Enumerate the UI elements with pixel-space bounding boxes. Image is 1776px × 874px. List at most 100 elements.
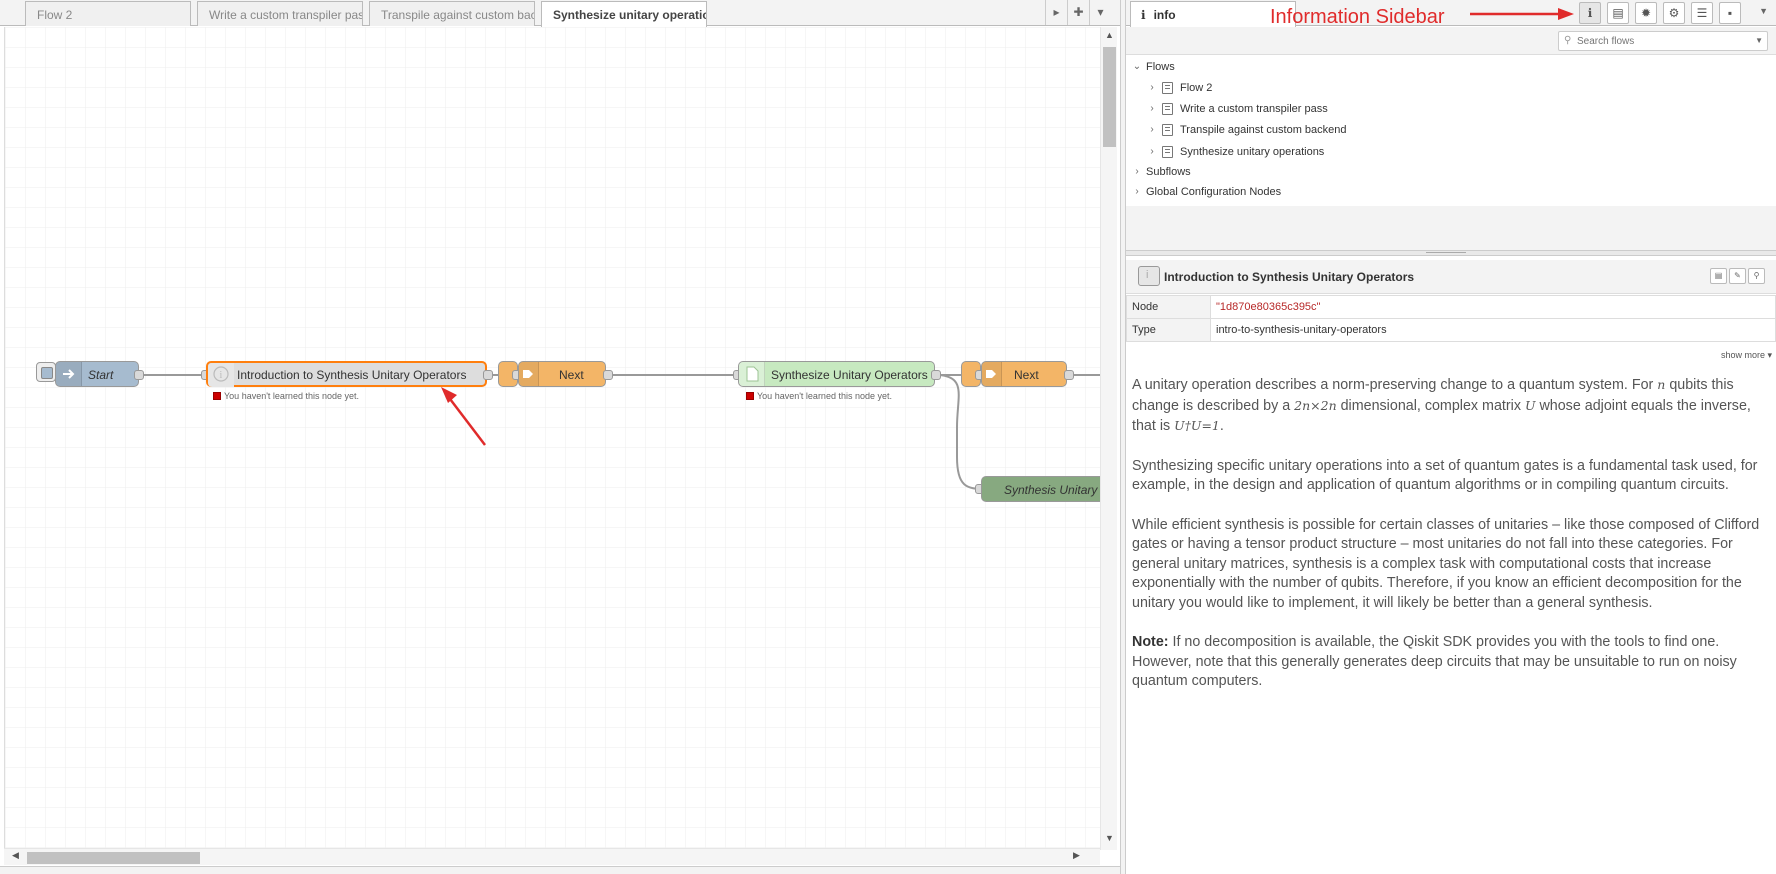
pencil-icon[interactable]: ✎ bbox=[1729, 268, 1746, 284]
tree-label: Global Configuration Nodes bbox=[1146, 186, 1282, 198]
tree-label: Transpile against custom backend bbox=[1180, 124, 1347, 136]
text: whose adjoint equals the inverse, that i… bbox=[1132, 397, 1751, 435]
help-paragraph: Synthesizing specific unitary operations… bbox=[1132, 457, 1758, 494]
tab-transpile-against-custom-backend[interactable]: Transpile against custom backend bbox=[369, 1, 535, 26]
node-id-value[interactable]: "1d870e80365c395c" bbox=[1210, 295, 1776, 319]
tree-label: Synthesize unitary operations bbox=[1180, 146, 1325, 158]
bug-icon[interactable]: ✹ bbox=[1635, 2, 1657, 24]
output-port[interactable] bbox=[603, 370, 613, 380]
prop-row: Type intro-to-synthesis-unitary-operator… bbox=[1126, 318, 1776, 342]
tab-flow-2[interactable]: Flow 2 bbox=[25, 1, 191, 26]
flow-icon bbox=[1162, 103, 1173, 115]
scroll-up-icon[interactable]: ▲ bbox=[1105, 30, 1114, 40]
scroll-down-icon[interactable]: ▼ bbox=[1105, 833, 1114, 843]
inject-button[interactable] bbox=[36, 362, 56, 382]
horizontal-scrollbar[interactable]: ◀ ▶ bbox=[4, 848, 1100, 865]
tab-label: Flow 2 bbox=[37, 8, 73, 22]
prop-key: Type bbox=[1126, 318, 1211, 342]
tree-item-flow[interactable]: › Flow 2 bbox=[1126, 79, 1776, 99]
arrow-in-icon bbox=[56, 362, 82, 386]
tab-label: Transpile against custom backend bbox=[381, 8, 535, 22]
status-dot bbox=[746, 392, 754, 400]
tree-item-subflows[interactable]: › Subflows bbox=[1126, 163, 1776, 183]
chevron-right-icon: › bbox=[1150, 124, 1154, 135]
show-more-link[interactable]: show more ▾ bbox=[1720, 350, 1772, 360]
tree-label: Flow 2 bbox=[1180, 82, 1213, 94]
search-options-chevron-icon[interactable]: ▼ bbox=[1755, 36, 1763, 45]
book-icon[interactable]: ▤ bbox=[1710, 268, 1727, 284]
flow-icon bbox=[1162, 124, 1173, 136]
node-label: Synthesize Unitary Operators bbox=[771, 368, 928, 382]
tab-label: Synthesize unitary operations bbox=[553, 8, 707, 22]
annotation-arrow bbox=[446, 394, 486, 446]
wire bbox=[938, 374, 986, 490]
help-title-bar: Introduction to Synthesis Unitary Operat… bbox=[1126, 260, 1776, 294]
node-synthesize-unitary[interactable]: Synthesize Unitary Operators bbox=[738, 361, 935, 387]
vertical-scrollbar[interactable]: ▲ ▼ bbox=[1100, 27, 1117, 850]
sidebar-menu-chevron-icon[interactable]: ▼ bbox=[1759, 6, 1768, 16]
resize-handle[interactable] bbox=[1126, 250, 1776, 256]
node-label: Next bbox=[1014, 368, 1039, 382]
tab-write-custom-transpiler-pass[interactable]: Write a custom transpiler pass bbox=[197, 1, 363, 26]
math: 2n×2n bbox=[1294, 397, 1337, 413]
tab-scroll-right-icon[interactable]: ▸ bbox=[1045, 0, 1067, 25]
chart-icon[interactable]: ▪ bbox=[1719, 2, 1741, 24]
add-flow-icon[interactable]: ✚ bbox=[1067, 0, 1089, 25]
tab-synthesize-unitary-operations[interactable]: Synthesize unitary operations bbox=[541, 1, 707, 27]
scroll-thumb[interactable] bbox=[27, 852, 200, 864]
help-paragraph: Note: If no decomposition is available, … bbox=[1132, 633, 1768, 692]
search-input[interactable] bbox=[1577, 34, 1747, 48]
node-properties: Node "1d870e80365c395c" Type intro-to-sy… bbox=[1126, 295, 1776, 342]
tree-label: Write a custom transpiler pass bbox=[1180, 103, 1328, 115]
node-synthesis-unitary-link[interactable]: Synthesis Unitary Operators bbox=[981, 476, 1101, 502]
scroll-thumb[interactable] bbox=[1103, 47, 1116, 147]
workspace-footer bbox=[0, 866, 1120, 874]
workspace: Flow 2 Write a custom transpiler pass Tr… bbox=[0, 0, 1120, 874]
info-circle-icon: i bbox=[208, 363, 234, 387]
node-next-2[interactable]: Next bbox=[981, 361, 1067, 387]
node-start[interactable]: Start bbox=[55, 361, 139, 387]
node-next-1[interactable]: Next bbox=[518, 361, 606, 387]
node-label: Start bbox=[88, 368, 114, 382]
search-icon[interactable]: ⚲ bbox=[1748, 268, 1765, 284]
tree-item-flow[interactable]: › Synthesize unitary operations bbox=[1126, 143, 1776, 163]
info-icon[interactable]: ℹ bbox=[1579, 2, 1601, 24]
annotation-label: Information Sidebar bbox=[1270, 6, 1445, 28]
search-row: ⚲ ▼ bbox=[1126, 27, 1776, 55]
search-flows[interactable]: ⚲ ▼ bbox=[1558, 31, 1768, 51]
output-port[interactable] bbox=[1064, 370, 1074, 380]
tree-item-flow[interactable]: › Transpile against custom backend bbox=[1126, 121, 1776, 141]
chevron-down-icon: ⌄ bbox=[1132, 61, 1142, 72]
database-icon[interactable]: ☰ bbox=[1691, 2, 1713, 24]
tab-label: Write a custom transpiler pass bbox=[209, 8, 363, 22]
output-port[interactable] bbox=[134, 370, 144, 380]
help-title: Introduction to Synthesis Unitary Operat… bbox=[1164, 270, 1415, 284]
annotation-arrow bbox=[1470, 8, 1574, 20]
sidebar-separator[interactable] bbox=[1120, 0, 1126, 874]
node-info-icon bbox=[1138, 266, 1160, 286]
flow-canvas[interactable]: Start i Introduction to Synthesis Unitar… bbox=[4, 27, 1101, 850]
grip bbox=[1426, 252, 1466, 254]
tree-item-global-config[interactable]: › Global Configuration Nodes bbox=[1126, 183, 1776, 203]
flow-icon bbox=[1162, 146, 1173, 158]
prop-row: Node "1d870e80365c395c" bbox=[1126, 295, 1776, 319]
gear-icon[interactable]: ⚙ bbox=[1663, 2, 1685, 24]
node-intro-synthesis[interactable]: i Introduction to Synthesis Unitary Oper… bbox=[206, 361, 487, 387]
tree-item-flows[interactable]: ⌄ Flows bbox=[1126, 58, 1776, 78]
scroll-left-icon[interactable]: ◀ bbox=[12, 850, 19, 860]
tab-menu-chevron-icon[interactable]: ▾ bbox=[1089, 0, 1111, 25]
chevron-right-icon: › bbox=[1150, 82, 1154, 93]
canvas-grid bbox=[5, 27, 1101, 850]
book-icon[interactable]: ▤ bbox=[1607, 2, 1629, 24]
math: U†U=1 bbox=[1174, 418, 1220, 433]
flow-icon bbox=[1162, 82, 1173, 94]
output-port[interactable] bbox=[483, 370, 493, 380]
output-port[interactable] bbox=[931, 370, 941, 380]
tree-label: Flows bbox=[1146, 61, 1175, 73]
tree-item-flow[interactable]: › Write a custom transpiler pass bbox=[1126, 100, 1776, 120]
scroll-right-icon[interactable]: ▶ bbox=[1073, 850, 1080, 860]
